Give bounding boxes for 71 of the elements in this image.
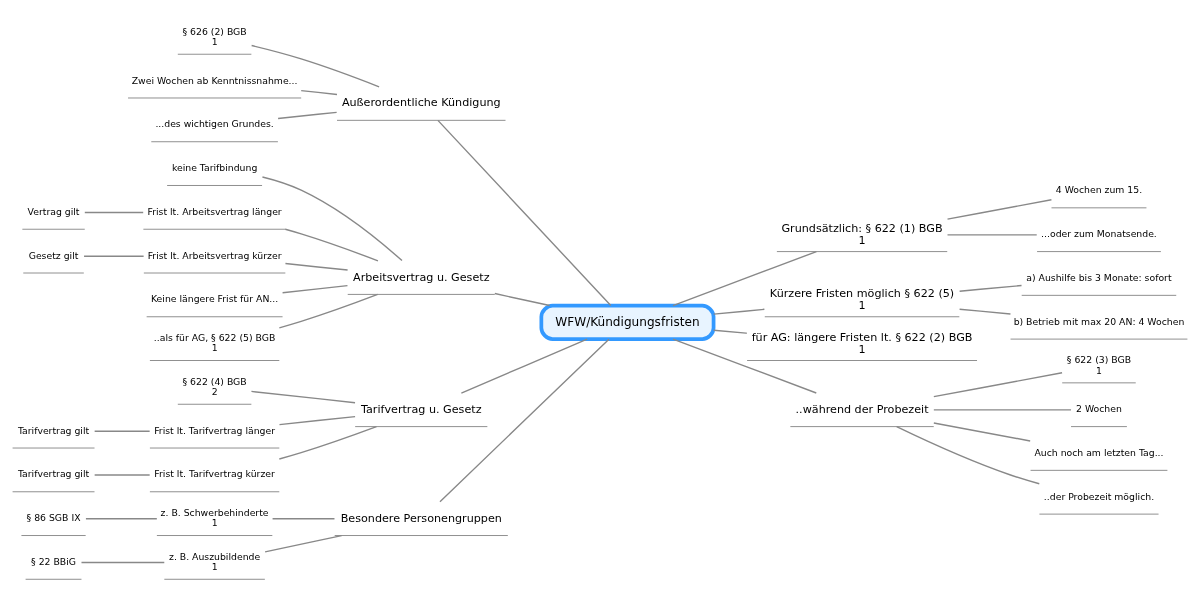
- connector: [271, 518, 336, 520]
- node-text: Besondere Personengruppen: [340, 511, 502, 525]
- connector: [278, 293, 379, 329]
- node-text: z. B. Auszubildende 1: [169, 550, 261, 572]
- node-text: keine Tarifbindung: [171, 162, 258, 174]
- node-text: a) Aushilfe bis 3 Monate: sofort: [1026, 271, 1172, 283]
- node-text: § 626 (2) BGB 1: [182, 25, 247, 47]
- connector: [281, 284, 349, 294]
- connector: [300, 89, 338, 96]
- node-text: Frist lt. Arbeitsvertrag kürzer: [147, 249, 282, 261]
- node-text: Frist lt. Tarifvertrag kürzer: [154, 468, 275, 480]
- node-text: z. B. Schwerbehinderte 1: [160, 506, 269, 529]
- node-text: Auch noch am letzten Tag...: [1034, 446, 1164, 458]
- node-text: Zwei Wochen ab Kenntnissnahme...: [131, 74, 298, 86]
- node-text: Kürzere Fristen möglich § 622 (5) 1: [769, 286, 955, 312]
- node-text: ..als für AG, § 622 (5) BGB 1: [153, 331, 276, 354]
- node-text: § 622 (4) BGB 2: [182, 375, 247, 397]
- node-text: Frist lt. Tarifvertrag länger: [154, 424, 276, 436]
- connector: [264, 534, 343, 553]
- node-text: für AG: längere Fristen lt. § 622 (2) BGB 1: [751, 330, 973, 356]
- connector: [278, 415, 356, 426]
- node-text: ..der Probezeit möglich.: [1043, 490, 1155, 502]
- connector: [713, 329, 748, 334]
- node-text: Arbeitsvertrag u. Gesetz: [353, 270, 490, 284]
- node-text: 2 Wochen: [1076, 403, 1122, 415]
- node-text: § 622 (3) BGB 1: [1066, 354, 1132, 376]
- connector: [83, 255, 145, 257]
- node-text: Tarifvertrag gilt: [17, 424, 90, 436]
- connector: [261, 176, 403, 262]
- connector: [713, 308, 766, 315]
- connector: [946, 199, 1053, 220]
- node-text: § 86 SGB IX: [26, 512, 81, 524]
- connector: [672, 250, 818, 307]
- node-text: ..während der Probezeit: [795, 402, 929, 416]
- connector: [80, 561, 165, 564]
- connector: [284, 228, 379, 262]
- node-text: Außerordentliche Kündigung: [341, 96, 501, 110]
- node-text: Tarifvertrag gilt: [17, 468, 90, 480]
- node-box: WFW/Kündigungsfristen: [539, 303, 716, 341]
- connector: [460, 338, 588, 394]
- connector: [93, 430, 151, 432]
- connector: [895, 425, 1040, 485]
- connector: [958, 284, 1023, 292]
- connector: [958, 308, 1012, 315]
- node-text: 4 Wochen zum 15.: [1055, 184, 1143, 196]
- connector: [439, 338, 610, 503]
- connector: [278, 425, 378, 460]
- connector: [933, 409, 1072, 411]
- node-text: Tarifvertrag u. Gesetz: [361, 402, 482, 416]
- node-text: Frist lt. Arbeitsvertrag länger: [147, 205, 282, 217]
- connector: [284, 262, 349, 271]
- connector: [933, 422, 1031, 442]
- connector: [494, 292, 551, 307]
- connector: [672, 338, 817, 394]
- connector: [84, 211, 144, 214]
- node-text: § 22 BBiG: [31, 555, 77, 567]
- node-text: b) Betrieb mit max 20 AN: 4 Wochen: [1013, 315, 1185, 327]
- connector: [85, 518, 158, 520]
- node-text: ...oder zum Monatsende.: [1041, 228, 1157, 240]
- connector: [933, 372, 1063, 398]
- connector: [93, 474, 151, 476]
- node-text: Vertrag gilt: [27, 205, 80, 217]
- node-text: Grundsätzlich: § 622 (1) BGB 1: [781, 221, 943, 247]
- connector: [437, 119, 612, 307]
- connector: [250, 390, 356, 404]
- connector: [946, 234, 1038, 236]
- connector: [250, 44, 380, 88]
- node-text: Gesetz gilt: [28, 249, 79, 261]
- node-text: ...des wichtigen Grundes.: [155, 118, 274, 130]
- node-text: Keine längere Frist für AN...: [150, 293, 279, 305]
- connector: [277, 111, 338, 120]
